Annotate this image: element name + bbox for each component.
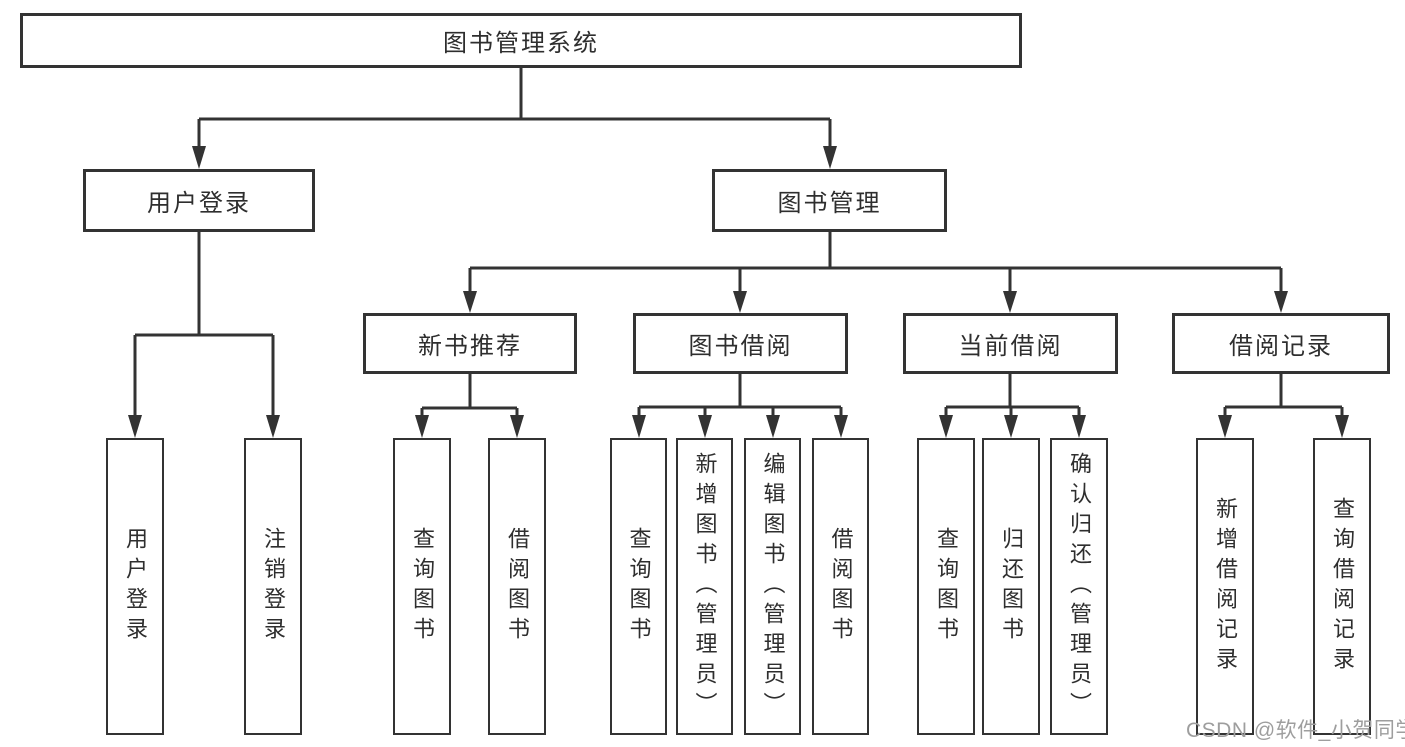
node-label: 图书借阅 [688, 333, 793, 360]
node-label: 编辑图书（管理员） [760, 451, 786, 722]
leaf-current-confirm-return-admin: 确认归还（管理员） [1050, 438, 1108, 735]
leaf-records-add-record: 新增借阅记录 [1196, 438, 1254, 735]
node-label: 新增图书（管理员） [692, 451, 718, 722]
node-label: 查询图书 [626, 526, 652, 647]
leaf-current-query-books: 查询图书 [917, 438, 975, 735]
leaf-logout: 注销登录 [244, 438, 302, 735]
leaf-borrowing-borrow-books: 借阅图书 [812, 438, 869, 735]
leaf-user-login: 用户登录 [106, 438, 164, 735]
node-user-login: 用户登录 [83, 169, 315, 232]
node-label: 注销登录 [261, 526, 286, 647]
node-label: 用户登录 [123, 526, 148, 647]
node-label: 借阅记录 [1229, 333, 1333, 360]
node-borrowing-records: 借阅记录 [1172, 313, 1390, 374]
node-label: 当前借阅 [958, 333, 1063, 360]
leaf-borrowing-query-books: 查询图书 [610, 438, 667, 735]
leaf-borrowing-add-book-admin: 新增图书（管理员） [676, 438, 733, 735]
node-book-management: 图书管理 [712, 169, 947, 232]
node-label: 新增借阅记录 [1213, 496, 1238, 677]
leaf-newbooks-borrow-books: 借阅图书 [488, 438, 546, 735]
node-label: 用户登录 [147, 190, 251, 217]
node-current-borrowing: 当前借阅 [903, 313, 1118, 374]
leaf-borrowing-edit-book-admin: 编辑图书（管理员） [744, 438, 801, 735]
node-label: 查询图书 [934, 526, 959, 647]
node-label: 查询借阅记录 [1330, 496, 1355, 677]
leaf-records-query-record: 查询借阅记录 [1313, 438, 1371, 735]
csdn-watermark: CSDN @软件_小贺同学 [1186, 719, 1405, 742]
node-label: 查询图书 [410, 526, 435, 647]
node-root-system: 图书管理系统 [20, 13, 1022, 68]
node-label: 归还图书 [999, 526, 1024, 647]
node-label: 新书推荐 [418, 333, 522, 360]
node-label: 借阅图书 [828, 526, 854, 647]
node-book-borrowing: 图书借阅 [633, 313, 848, 374]
node-label: 图书管理系统 [443, 30, 599, 57]
leaf-current-return-books: 归还图书 [982, 438, 1040, 735]
node-label: 图书管理 [777, 190, 882, 217]
leaf-newbooks-query-books: 查询图书 [393, 438, 451, 735]
node-label: 借阅图书 [505, 526, 530, 647]
node-label: 确认归还（管理员） [1067, 451, 1092, 722]
node-new-book-recommend: 新书推荐 [363, 313, 577, 374]
